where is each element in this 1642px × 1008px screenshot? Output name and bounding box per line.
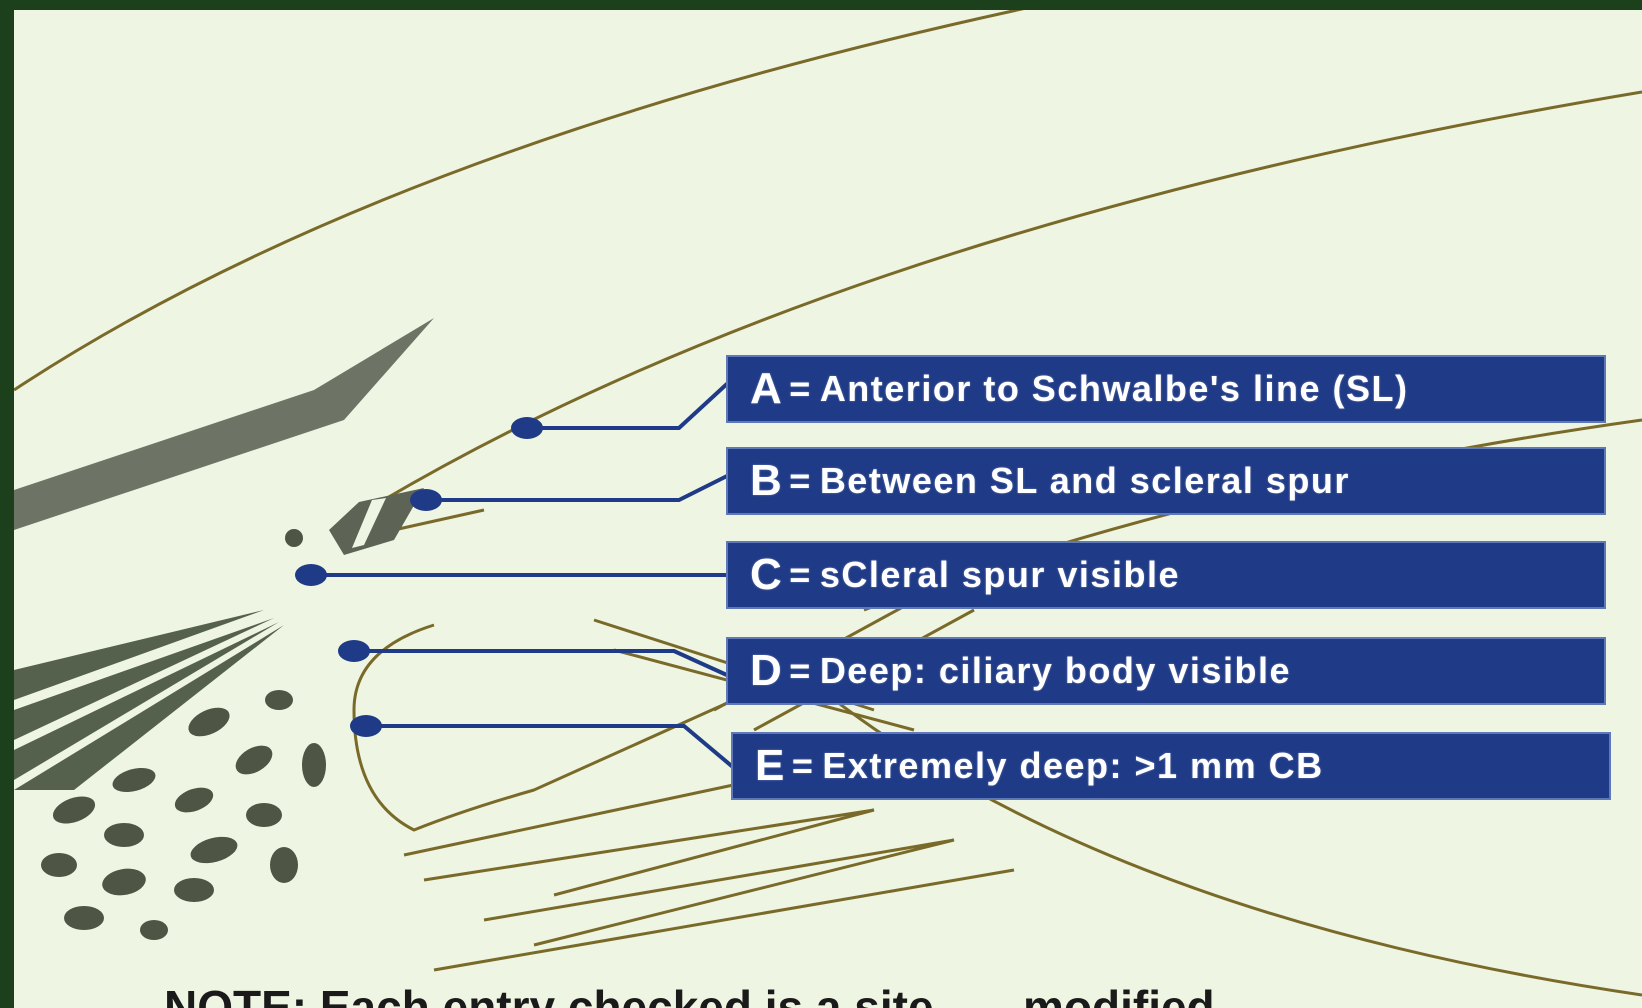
label-c-equals: = xyxy=(789,554,812,596)
cornea-outer-curve xyxy=(14,10,1064,390)
label-b-text: Between SL and scleral spur xyxy=(820,460,1350,502)
label-d-letter: D xyxy=(750,646,783,696)
label-c-text: sCleral spur visible xyxy=(820,554,1180,596)
label-b-equals: = xyxy=(789,460,812,502)
label-a-letter: A xyxy=(750,364,783,414)
diagram-slide: A = Anterior to Schwalbe's line (SL) B =… xyxy=(14,10,1642,1008)
leader-line-d xyxy=(354,651,729,676)
leader-dot-a xyxy=(511,417,543,439)
label-d-equals: = xyxy=(789,650,812,692)
label-e-text: Extremely deep: >1 mm CB xyxy=(822,745,1323,787)
label-b: B = Between SL and scleral spur xyxy=(726,447,1606,515)
label-a: A = Anterior to Schwalbe's line (SL) xyxy=(726,355,1606,423)
leader-dot-c xyxy=(295,564,327,586)
cropped-note-caption: NOTE: Each entry checked is a site... ..… xyxy=(164,980,1564,1008)
ciliary-process-4 xyxy=(434,870,1014,970)
label-e: E = Extremely deep: >1 mm CB xyxy=(731,732,1611,800)
label-a-text: Anterior to Schwalbe's line (SL) xyxy=(820,368,1409,410)
label-e-letter: E xyxy=(755,741,786,791)
label-b-letter: B xyxy=(750,456,783,506)
leader-dot-e xyxy=(350,715,382,737)
trabecular-band xyxy=(329,488,424,555)
label-a-equals: = xyxy=(789,368,812,410)
leader-dot-b xyxy=(410,489,442,511)
label-d-text: Deep: ciliary body visible xyxy=(820,650,1291,692)
ciliary-process-2 xyxy=(424,810,874,895)
label-c: C = sCleral spur visible xyxy=(726,541,1606,609)
label-c-letter: C xyxy=(750,550,783,600)
leader-line-b xyxy=(424,475,729,500)
leader-line-e xyxy=(366,726,734,768)
leader-dot-d xyxy=(338,640,370,662)
label-d: D = Deep: ciliary body visible xyxy=(726,637,1606,705)
label-e-equals: = xyxy=(792,745,815,787)
